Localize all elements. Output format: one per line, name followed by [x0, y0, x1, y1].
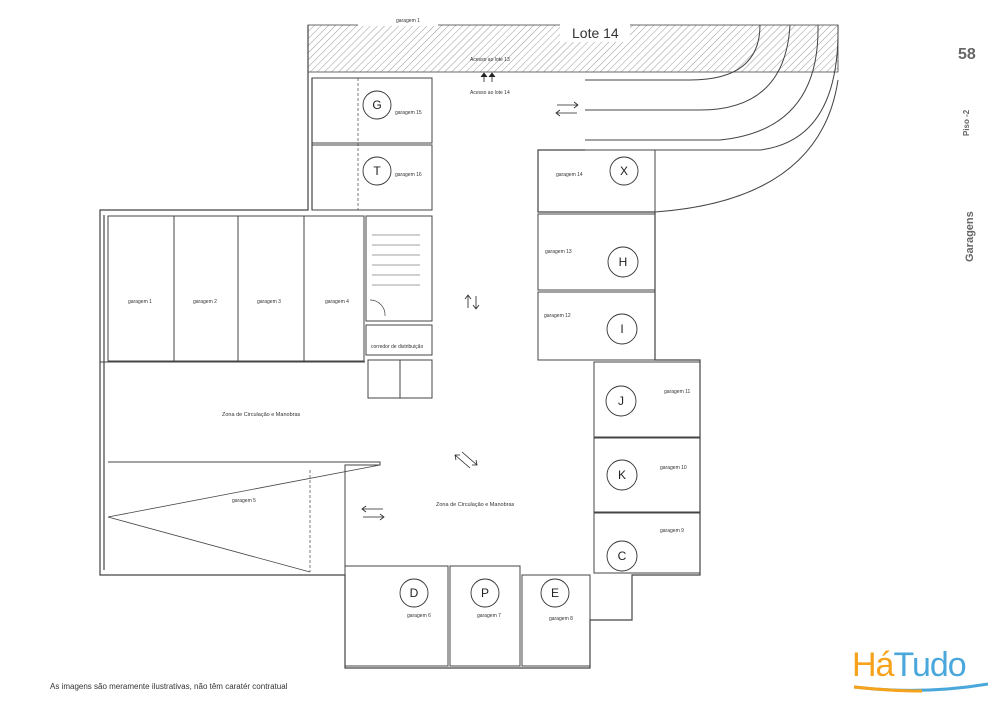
garage-13-letter: H — [619, 255, 628, 269]
garage-5-block — [107, 461, 381, 575]
garages-right-upper — [537, 149, 656, 361]
garage-11-label: garagem 11 — [664, 389, 691, 395]
garages-15-16 — [311, 77, 433, 211]
access-lote-13-label: Acesso ao lote 13 — [470, 57, 510, 63]
logo-swoosh-icon — [853, 682, 989, 693]
garage-9-label: garagem 9 — [660, 528, 684, 534]
section-title: Garagens — [964, 211, 976, 262]
access-lote-14-label: Acesso ao lote 14 — [470, 90, 510, 96]
garage-15-letter: G — [372, 98, 381, 112]
garage-11-letter: J — [618, 394, 624, 408]
traffic-arrows — [361, 72, 579, 521]
garage-7-label: garagem 7 — [477, 613, 501, 619]
garage-3-label: garagem 3 — [257, 299, 281, 305]
garages-right-lower — [593, 361, 701, 574]
garage-letter-markers — [362, 90, 639, 608]
garage-6-letter: D — [410, 586, 419, 600]
garage-14-label: garagem 14 — [556, 172, 583, 178]
garage-16-letter: T — [373, 164, 381, 178]
garage-8-letter: E — [551, 586, 559, 600]
garage-2-label: garagem 2 — [193, 299, 217, 305]
garage-4-label: garagem 4 — [325, 299, 349, 305]
garage-10-letter: K — [618, 468, 626, 482]
logo-part-tudo: Tudo — [893, 646, 966, 684]
garage-12-label: garagem 12 — [544, 313, 571, 319]
lote-label: Lote 14 — [572, 25, 619, 41]
garage-7-letter: P — [481, 586, 489, 600]
corridor-label: corredor de distribuição — [371, 344, 423, 350]
garage-12-letter: I — [620, 322, 623, 336]
logo-part-ha: Há — [852, 646, 894, 684]
garage-9-letter: C — [618, 549, 627, 563]
garage-1-label: garagem 1 — [128, 299, 152, 305]
garage-15-label: garagem 15 — [395, 110, 422, 116]
floor-label: Piso -2 — [962, 109, 971, 136]
stair-core — [365, 215, 433, 399]
garage-10-label: garagem 10 — [660, 465, 687, 471]
garage-5-label: garagem 5 — [232, 498, 256, 504]
lote-14-area: Lote 14 garagem 1 — [307, 16, 839, 73]
garages-bottom — [344, 565, 591, 667]
garage-16-label: garagem 16 — [395, 172, 422, 178]
garage-14-letter: X — [620, 164, 628, 178]
zone-label-right: Zona de Circulação e Manobras — [436, 502, 515, 508]
hatudo-logo: HáTudo — [852, 645, 992, 701]
top-small-label: garagem 1 — [396, 18, 420, 24]
garage-8-label: garagem 8 — [549, 616, 573, 622]
garages-left-row — [100, 215, 365, 363]
zone-label-left: Zona de Circulação e Manobras — [222, 412, 301, 418]
garage-6-label: garagem 6 — [407, 613, 431, 619]
disclaimer: As imagens são meramente ilustrativas, n… — [50, 682, 288, 691]
page-number: 58 — [958, 46, 976, 63]
ramp — [540, 24, 839, 213]
garage-13-label: garagem 13 — [545, 249, 572, 255]
